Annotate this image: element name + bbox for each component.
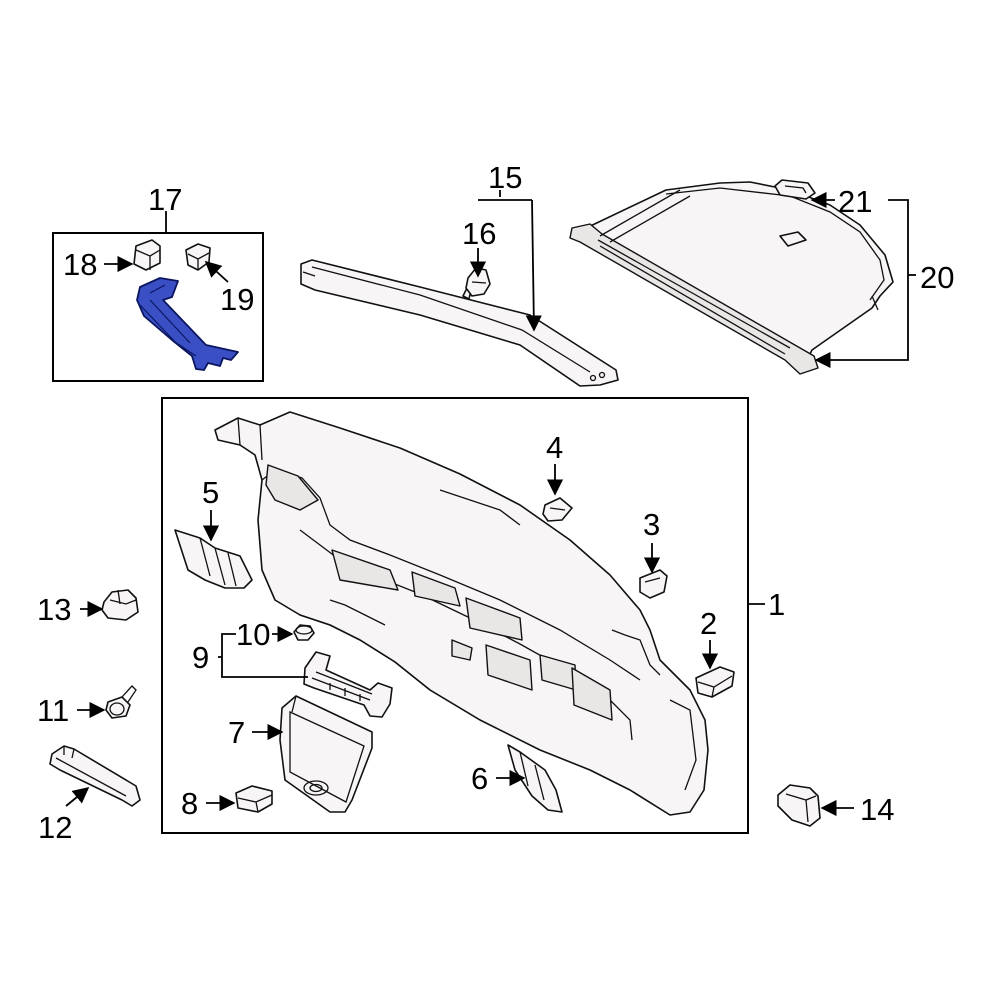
callout-8: 8 <box>181 786 198 821</box>
part-20-cargo-cover[interactable] <box>569 181 894 375</box>
part-18-clip[interactable] <box>133 239 161 271</box>
part-4-clip[interactable] <box>542 497 573 522</box>
part-19-clip[interactable] <box>185 243 211 271</box>
part-10-grommet[interactable] <box>293 624 315 641</box>
part-8-clip[interactable] <box>235 785 273 813</box>
part-7-cover[interactable] <box>279 695 373 813</box>
callout-4: 4 <box>546 430 563 465</box>
part-14-handle[interactable] <box>777 784 821 827</box>
callout-6: 6 <box>471 761 488 796</box>
callout-14: 14 <box>860 792 894 827</box>
callout-13: 13 <box>37 592 71 627</box>
part-13-clip[interactable] <box>101 589 139 621</box>
callout-5: 5 <box>202 475 219 510</box>
part-3-clip[interactable] <box>639 569 668 599</box>
callout-2: 2 <box>700 606 717 641</box>
callout-7: 7 <box>228 715 245 750</box>
callout-10: 10 <box>236 617 270 652</box>
part-17-trim-panel[interactable] <box>136 277 239 371</box>
callout-20: 20 <box>920 260 954 295</box>
callout-21: 21 <box>838 184 872 219</box>
part-12-strip[interactable] <box>49 745 141 807</box>
callout-12: 12 <box>38 810 72 845</box>
callout-17: 17 <box>148 182 182 217</box>
part-2-clip[interactable] <box>695 666 735 698</box>
part-1-liftgate-panel[interactable] <box>214 411 709 816</box>
callout-9: 9 <box>192 640 209 675</box>
callout-3: 3 <box>643 507 660 542</box>
part-5-trim[interactable] <box>174 529 253 589</box>
part-11-screw[interactable] <box>105 685 137 719</box>
callout-1: 1 <box>768 587 785 622</box>
leader-lines <box>65 190 916 817</box>
callout-11: 11 <box>37 693 69 728</box>
callout-15: 15 <box>488 160 522 195</box>
callout-19: 19 <box>220 282 254 317</box>
group-box-17 <box>52 232 264 382</box>
part-9-bracket[interactable] <box>303 651 393 718</box>
group-box-1 <box>161 397 749 834</box>
part-15-trim-strip[interactable] <box>300 259 619 387</box>
callout-16: 16 <box>462 216 496 251</box>
callout-18: 18 <box>63 247 97 282</box>
callout-labels: 1 2 3 4 5 6 7 8 9 10 11 12 13 14 15 16 1… <box>37 160 954 845</box>
